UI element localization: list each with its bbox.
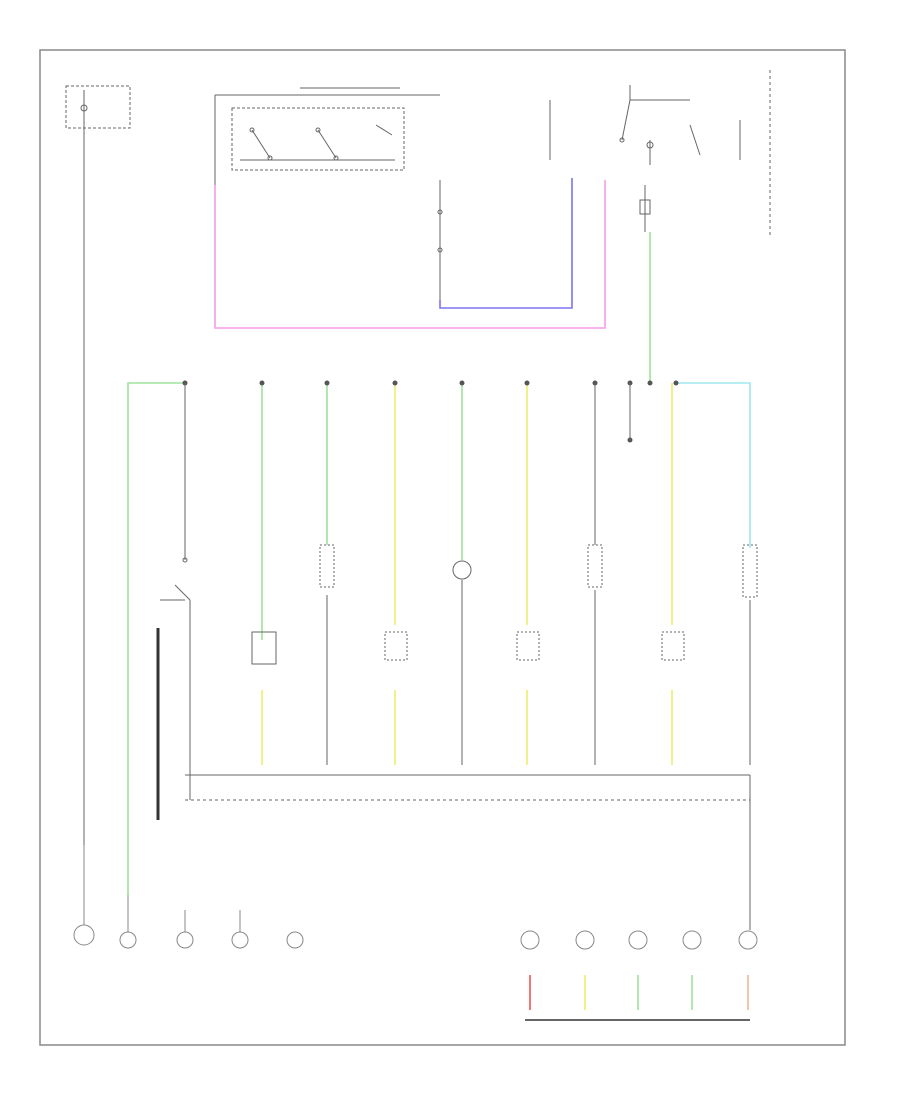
ground-bus bbox=[185, 774, 751, 930]
switch-and-relay-components bbox=[156, 544, 758, 820]
combination-switch bbox=[214, 87, 443, 300]
main-bus bbox=[127, 382, 751, 895]
top-colored-wires bbox=[214, 178, 651, 382]
bottom-colored-stubs bbox=[529, 975, 749, 1010]
diagram-border bbox=[39, 49, 846, 1046]
top-left-fuse-block bbox=[65, 85, 131, 845]
connector-dots bbox=[182, 380, 679, 443]
bottom-right-bulbs bbox=[520, 930, 758, 1021]
top-right-switches bbox=[549, 70, 771, 235]
gray-branch-wires bbox=[184, 383, 751, 800]
bottom-left-bulbs bbox=[73, 845, 304, 949]
branch-wires bbox=[261, 383, 673, 765]
